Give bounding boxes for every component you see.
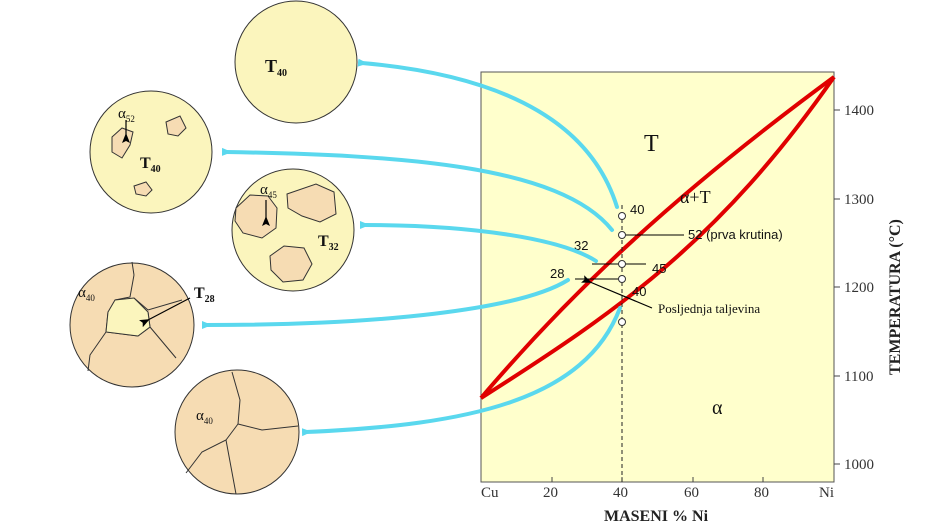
micro-phase-label: α xyxy=(196,408,204,424)
microstructure-alpha-45: α45 T32 xyxy=(231,168,355,292)
micro-phase-subscript: 52 xyxy=(126,114,135,124)
x-tick-label: Ni xyxy=(819,485,834,501)
microstructure-solid-40: α40 xyxy=(174,369,300,495)
micro-phase-label: T xyxy=(318,233,329,250)
micro-phase-subscript: 32 xyxy=(329,242,339,253)
y-axis-title: TEMPERATURA (°C) xyxy=(887,219,904,375)
y-tick-label: 1000 xyxy=(844,457,874,473)
micro-phase-label: T xyxy=(265,56,277,76)
micro-phase-subscript: 40 xyxy=(204,416,214,426)
arrow-to-micro-2 xyxy=(221,147,614,232)
point-marker xyxy=(618,260,626,268)
x-tick-label: 20 xyxy=(543,485,558,501)
arrow-to-micro-1 xyxy=(357,58,619,209)
svg-text:T40: T40 xyxy=(265,56,287,79)
svg-text:T32: T32 xyxy=(318,233,339,253)
point-label: 40 xyxy=(630,202,644,217)
connector-arrows xyxy=(201,58,622,437)
x-tick-label: 40 xyxy=(613,485,628,501)
y-axis-ticks xyxy=(834,109,840,465)
svg-text:α52: α52 xyxy=(118,106,135,124)
last-liquid-pointer xyxy=(581,275,653,309)
point-label: 52 (prva krutina) xyxy=(688,227,783,242)
point-marker xyxy=(618,231,626,239)
x-tick-label: 60 xyxy=(684,485,699,501)
micro-phase-label: T xyxy=(140,155,151,172)
region-label-solid: α xyxy=(712,397,723,419)
region-label-two-phase: α+T xyxy=(680,187,711,207)
solidus-line xyxy=(479,75,836,400)
arrow-to-micro-5 xyxy=(301,306,622,437)
y-tick-label: 1300 xyxy=(844,192,874,208)
micro-phase-subscript: 40 xyxy=(277,68,287,79)
svg-text:α45: α45 xyxy=(260,182,277,200)
micro-phase-subscript: 45 xyxy=(268,190,278,200)
point-marker xyxy=(618,212,626,220)
microstructure-liquid-40: T40 xyxy=(234,0,358,124)
point-label: 45 xyxy=(652,261,666,276)
region-label-liquid: T xyxy=(644,131,659,157)
micro-phase-subscript: 40 xyxy=(151,164,161,175)
y-tick-label: 1400 xyxy=(844,103,874,119)
last-liquid-annotation: Posljednja taljevina xyxy=(658,301,760,316)
x-tick-label: 80 xyxy=(754,485,769,501)
microstructure-last-liquid: α40 T28 xyxy=(69,261,215,388)
point-label: 40 xyxy=(632,284,646,299)
micro-phase-label: α xyxy=(78,285,86,301)
point-label: 32 xyxy=(574,238,588,253)
arrow-to-micro-4 xyxy=(201,278,570,330)
svg-text:α40: α40 xyxy=(78,285,95,303)
y-tick-label: 1100 xyxy=(844,369,873,385)
micro-phase-label: T xyxy=(194,285,205,302)
x-tick-label: Cu xyxy=(481,485,499,501)
micro-phase-subscript: 40 xyxy=(86,293,96,303)
point-marker xyxy=(618,318,626,326)
y-tick-label: 1200 xyxy=(844,280,874,296)
svg-text:α40: α40 xyxy=(196,408,213,426)
micro-phase-subscript: 28 xyxy=(205,294,215,305)
svg-text:T40: T40 xyxy=(140,155,161,175)
micro-phase-label: α xyxy=(260,182,268,198)
x-axis-ticks xyxy=(551,477,764,482)
svg-text:T28: T28 xyxy=(194,285,215,305)
arrow-to-micro-3 xyxy=(359,220,598,263)
point-label: 28 xyxy=(550,266,564,281)
point-marker xyxy=(618,275,626,283)
micro-phase-label: α xyxy=(118,106,126,122)
phase-diagram: 1400 1300 1200 1100 1000 Cu 20 40 60 80 … xyxy=(479,71,904,525)
chart-background xyxy=(480,71,835,483)
microstructure-first-solid: α52 T40 xyxy=(89,90,213,214)
x-axis-title: MASENI % Ni xyxy=(604,508,709,525)
